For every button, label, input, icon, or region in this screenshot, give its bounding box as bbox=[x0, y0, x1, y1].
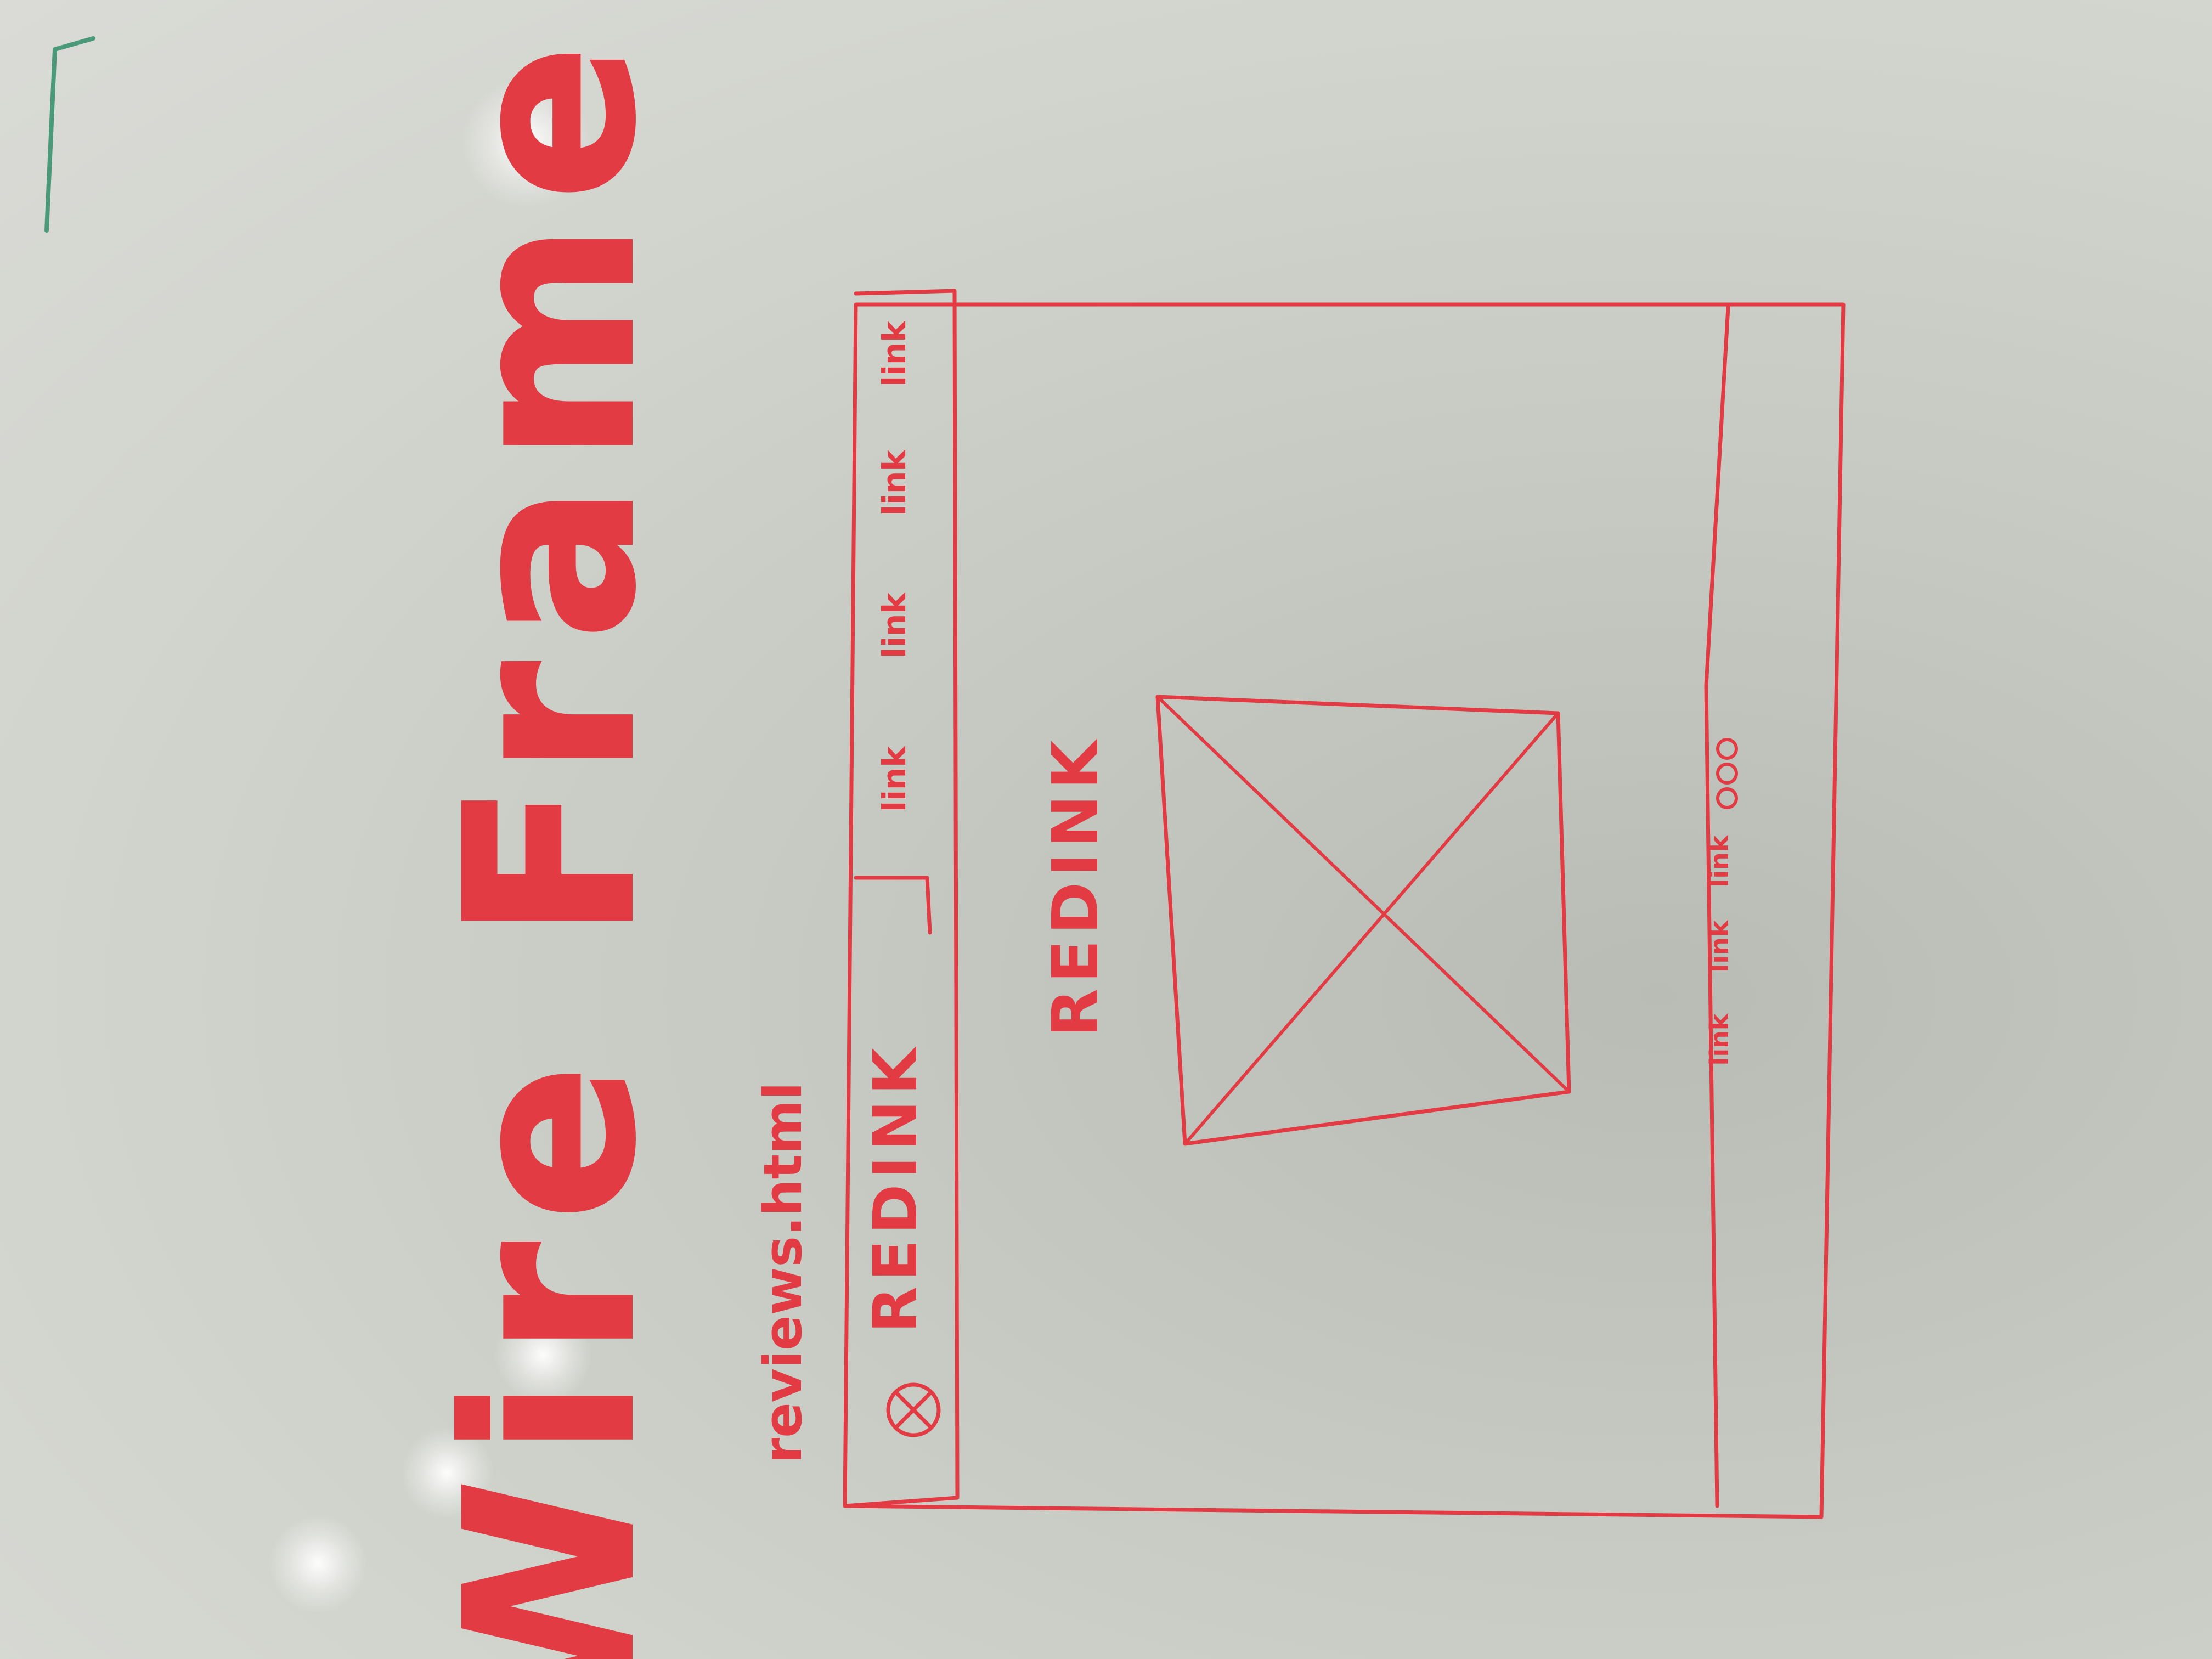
footer-link[interactable]: link bbox=[1705, 1013, 1734, 1065]
main-title-group: REDINK bbox=[1039, 735, 1113, 1037]
circle-x-icon bbox=[886, 1383, 941, 1437]
main-title: REDINK bbox=[1039, 735, 1113, 1037]
footer-bar bbox=[1704, 305, 1730, 1508]
nav-link[interactable]: link bbox=[876, 320, 913, 387]
page-heading: Wire Frame bbox=[417, 22, 686, 1659]
brand-name: REDINK bbox=[860, 1042, 930, 1333]
nav-link[interactable]: link bbox=[876, 449, 913, 516]
image-cross-line bbox=[1156, 695, 1571, 1093]
footer-link-group: link bbox=[1705, 834, 1734, 887]
footer-link[interactable]: link bbox=[1705, 834, 1734, 887]
brand-logo bbox=[886, 1383, 941, 1437]
image-placeholder bbox=[1155, 695, 1571, 1146]
brand-name-group: REDINK bbox=[860, 1042, 930, 1333]
circle-icon[interactable] bbox=[1716, 738, 1738, 760]
nav-link-group: link bbox=[876, 592, 913, 658]
footer-link-group: link bbox=[1705, 1013, 1734, 1065]
nav-link[interactable]: link bbox=[876, 592, 913, 658]
image-cross-line bbox=[1183, 712, 1560, 1146]
image-frame bbox=[1155, 695, 1571, 1146]
filename-group: reviews.html bbox=[753, 1082, 814, 1463]
footer-link-group: link bbox=[1705, 919, 1734, 972]
circle-icon[interactable] bbox=[1716, 787, 1738, 809]
footer-link[interactable]: link bbox=[1705, 919, 1734, 972]
nav-link-group: link bbox=[876, 746, 913, 812]
filename-label: reviews.html bbox=[753, 1082, 814, 1463]
nav-link[interactable]: link bbox=[876, 746, 913, 812]
page-frame bbox=[843, 302, 1846, 1519]
header-bar bbox=[843, 289, 960, 1508]
social-icons bbox=[1716, 738, 1738, 809]
circle-icon[interactable] bbox=[1716, 763, 1738, 785]
green-marker-stroke bbox=[44, 36, 95, 233]
nav-link-group: link bbox=[876, 320, 913, 387]
nav-link-group: link bbox=[876, 449, 913, 516]
header-divider bbox=[854, 876, 932, 935]
page-heading-group: Wire Frame bbox=[416, 21, 687, 1659]
